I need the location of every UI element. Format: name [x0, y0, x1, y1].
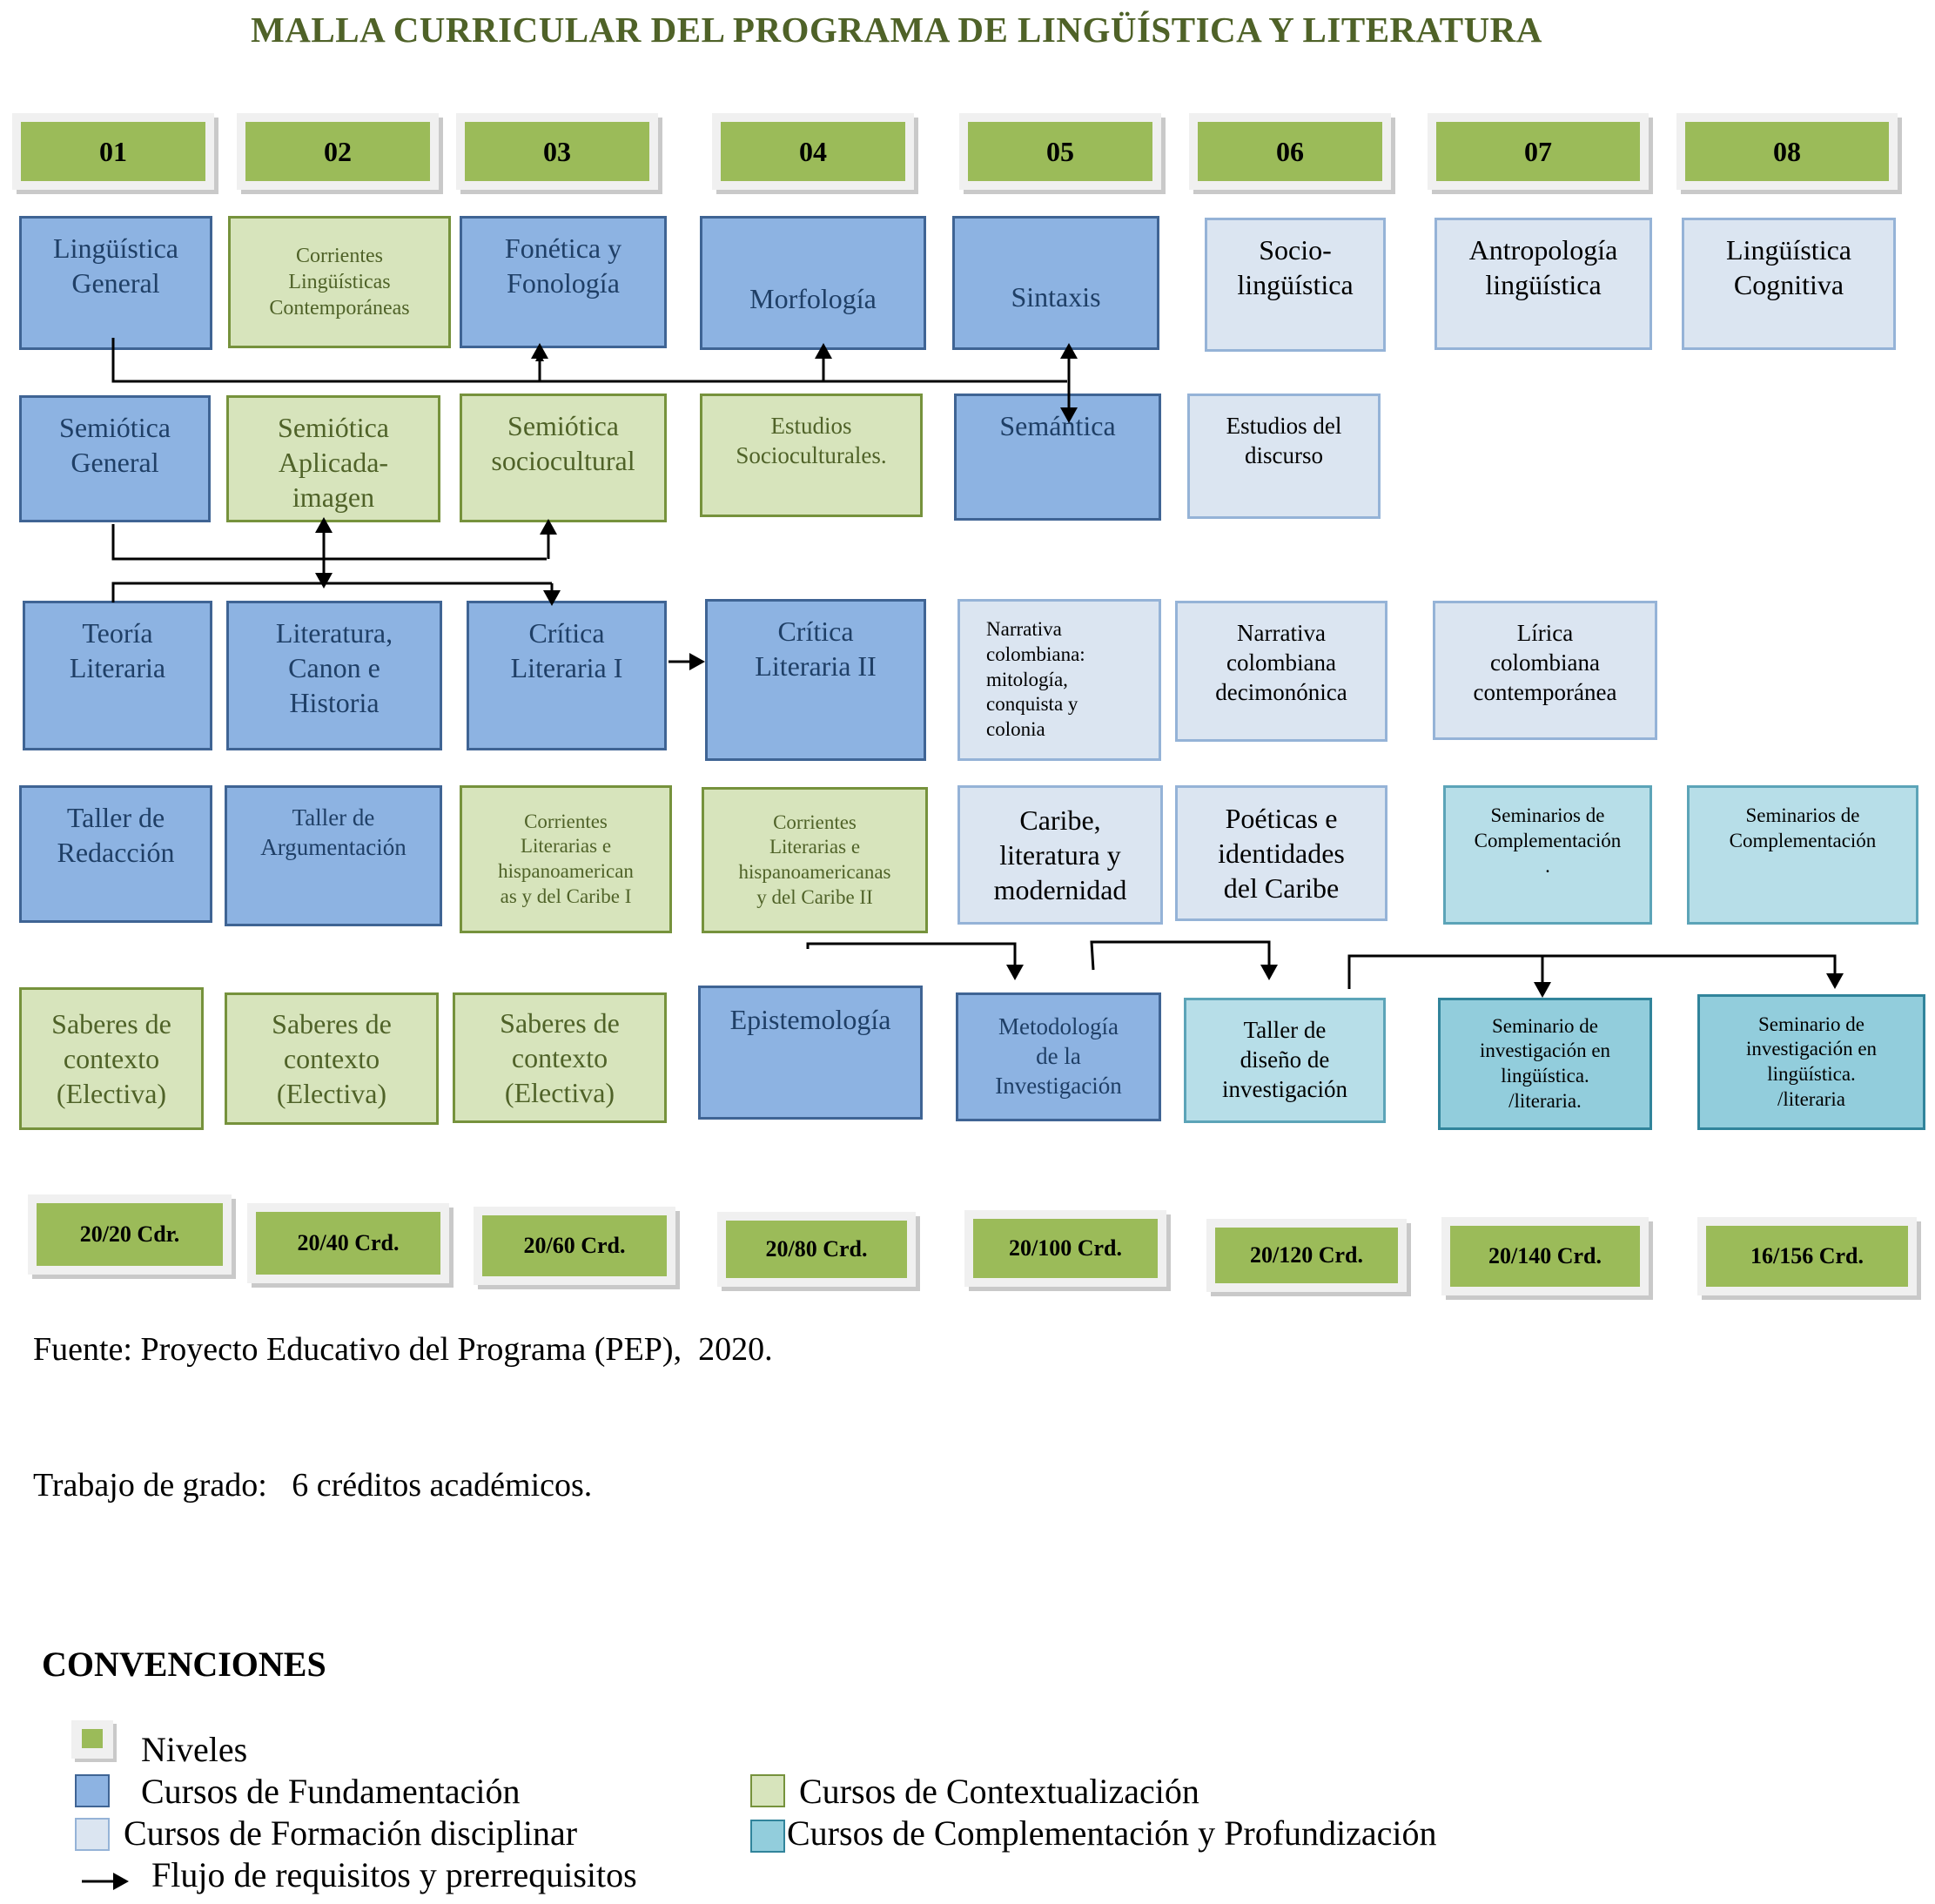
course-seminario-investigacion-08: Seminario de investigación en lingüístic…	[1697, 994, 1925, 1130]
course-estudios-socioculturales: Estudios Socioculturales.	[700, 394, 923, 517]
course-critica-literaria-1: Crítica Literaria I	[467, 601, 667, 750]
credits-03: 20/60 Crd.	[474, 1207, 675, 1285]
course-morfologia: Morfología	[700, 216, 926, 350]
course-corrientes-linguisticas: Corrientes Lingüísticas Contemporáneas	[228, 216, 451, 348]
course-metodologia-investigacion: Metodología de la Investigación	[956, 992, 1161, 1121]
course-corrientes-literarias-2: Corrientes Literarias e hispanoamericana…	[702, 787, 928, 933]
legend-disciplinar-label: Cursos de Formación disciplinar	[124, 1813, 578, 1853]
credits-02: 20/40 Crd.	[247, 1203, 449, 1283]
course-saberes-contexto-02: Saberes de contexto (Electiva)	[225, 992, 439, 1125]
level-07: 07	[1428, 113, 1649, 190]
course-saberes-contexto-01: Saberes de contexto (Electiva)	[19, 987, 204, 1130]
legend-levels-label: Niveles	[141, 1730, 248, 1769]
course-epistemologia: Epistemología	[698, 986, 923, 1120]
course-semiotica-general: Semiótica General	[19, 395, 211, 522]
course-semiotica-aplicada: Semiótica Aplicada- imagen	[226, 395, 440, 522]
level-06: 06	[1189, 113, 1391, 190]
legend-swatch-levels	[71, 1720, 113, 1759]
course-teoria-literaria: Teoría Literaria	[23, 601, 212, 750]
source-note: Fuente: Proyecto Educativo del Programa …	[33, 1331, 773, 1368]
credits-04: 20/80 Crd.	[717, 1212, 916, 1287]
credits-08: 16/156 Crd.	[1697, 1217, 1917, 1295]
legend-swatch-contextualizacion	[750, 1774, 785, 1807]
course-sociolinguistica: Socio- lingüística	[1205, 218, 1386, 352]
course-fonetica-fonologia: Fonética y Fonología	[460, 216, 667, 348]
level-03: 03	[456, 113, 658, 190]
legend-swatch-fundamentacion	[75, 1774, 110, 1807]
legend-fundamentacion-label: Cursos de Fundamentación	[141, 1772, 521, 1811]
legend-swatch-disciplinar	[75, 1818, 110, 1851]
legend-complementacion-label: Cursos de Complementación y Profundizaci…	[787, 1813, 1437, 1853]
course-taller-diseno-investigacion: Taller de diseño de investigación	[1184, 998, 1386, 1123]
course-estudios-discurso: Estudios del discurso	[1187, 394, 1381, 519]
level-05: 05	[959, 113, 1161, 190]
course-narrativa-decimononica: Narrativa colombiana decimonónica	[1175, 601, 1387, 742]
credits-06: 20/120 Crd.	[1206, 1219, 1407, 1292]
page-title: MALLA CURRICULAR DEL PROGRAMA DE LINGÜÍS…	[251, 10, 1542, 50]
credits-07: 20/140 Crd.	[1441, 1217, 1649, 1295]
legend-contextualizacion-label: Cursos de Contextualización	[799, 1772, 1199, 1811]
course-seminarios-complementacion-07: Seminarios de Complementación .	[1443, 785, 1652, 925]
course-poeticas-identidades: Poéticas e identidades del Caribe	[1175, 785, 1387, 921]
course-literatura-canon-historia: Literatura, Canon e Historia	[226, 601, 442, 750]
legend-swatch-complementacion	[750, 1820, 785, 1853]
level-02: 02	[237, 113, 439, 190]
legend-flow-label: Flujo de requisitos y prerrequisitos	[151, 1855, 637, 1894]
level-08: 08	[1676, 113, 1898, 190]
course-narrativa-colombiana-colonia: Narrativa colombiana: mitología, conquis…	[957, 599, 1161, 761]
legend-heading: CONVENCIONES	[42, 1645, 326, 1684]
course-saberes-contexto-03: Saberes de contexto (Electiva)	[453, 992, 667, 1123]
course-semiotica-sociocultural: Semiótica sociocultural	[460, 394, 667, 522]
course-lirica-contemporanea: Lírica colombiana contemporánea	[1433, 601, 1657, 740]
course-taller-argumentacion: Taller de Argumentación	[225, 785, 442, 926]
level-04: 04	[712, 113, 914, 190]
course-linguistica-general: Lingüística General	[19, 216, 212, 350]
course-seminario-investigacion-07: Seminario de investigación en lingüístic…	[1438, 998, 1652, 1130]
credits-05: 20/100 Crd.	[964, 1210, 1166, 1287]
course-critica-literaria-2: Crítica Literaria II	[705, 599, 926, 761]
course-seminarios-complementacion-08: Seminarios de Complementación	[1687, 785, 1918, 925]
course-sintaxis: Sintaxis	[952, 216, 1159, 350]
course-antropologia-linguistica: Antropología lingüística	[1434, 218, 1652, 350]
level-01: 01	[12, 113, 214, 190]
course-semantica: Semántica	[954, 394, 1161, 521]
course-corrientes-literarias-1: Corrientes Literarias e hispanoamerican …	[460, 785, 672, 933]
course-taller-redaccion: Taller de Redacción	[19, 785, 212, 923]
credits-01: 20/20 Cdr.	[28, 1194, 232, 1275]
thesis-note: Trabajo de grado: 6 créditos académicos.	[33, 1467, 593, 1504]
course-linguistica-cognitiva: Lingüística Cognitiva	[1682, 218, 1896, 350]
course-caribe-literatura-modernidad: Caribe, literatura y modernidad	[957, 785, 1163, 925]
